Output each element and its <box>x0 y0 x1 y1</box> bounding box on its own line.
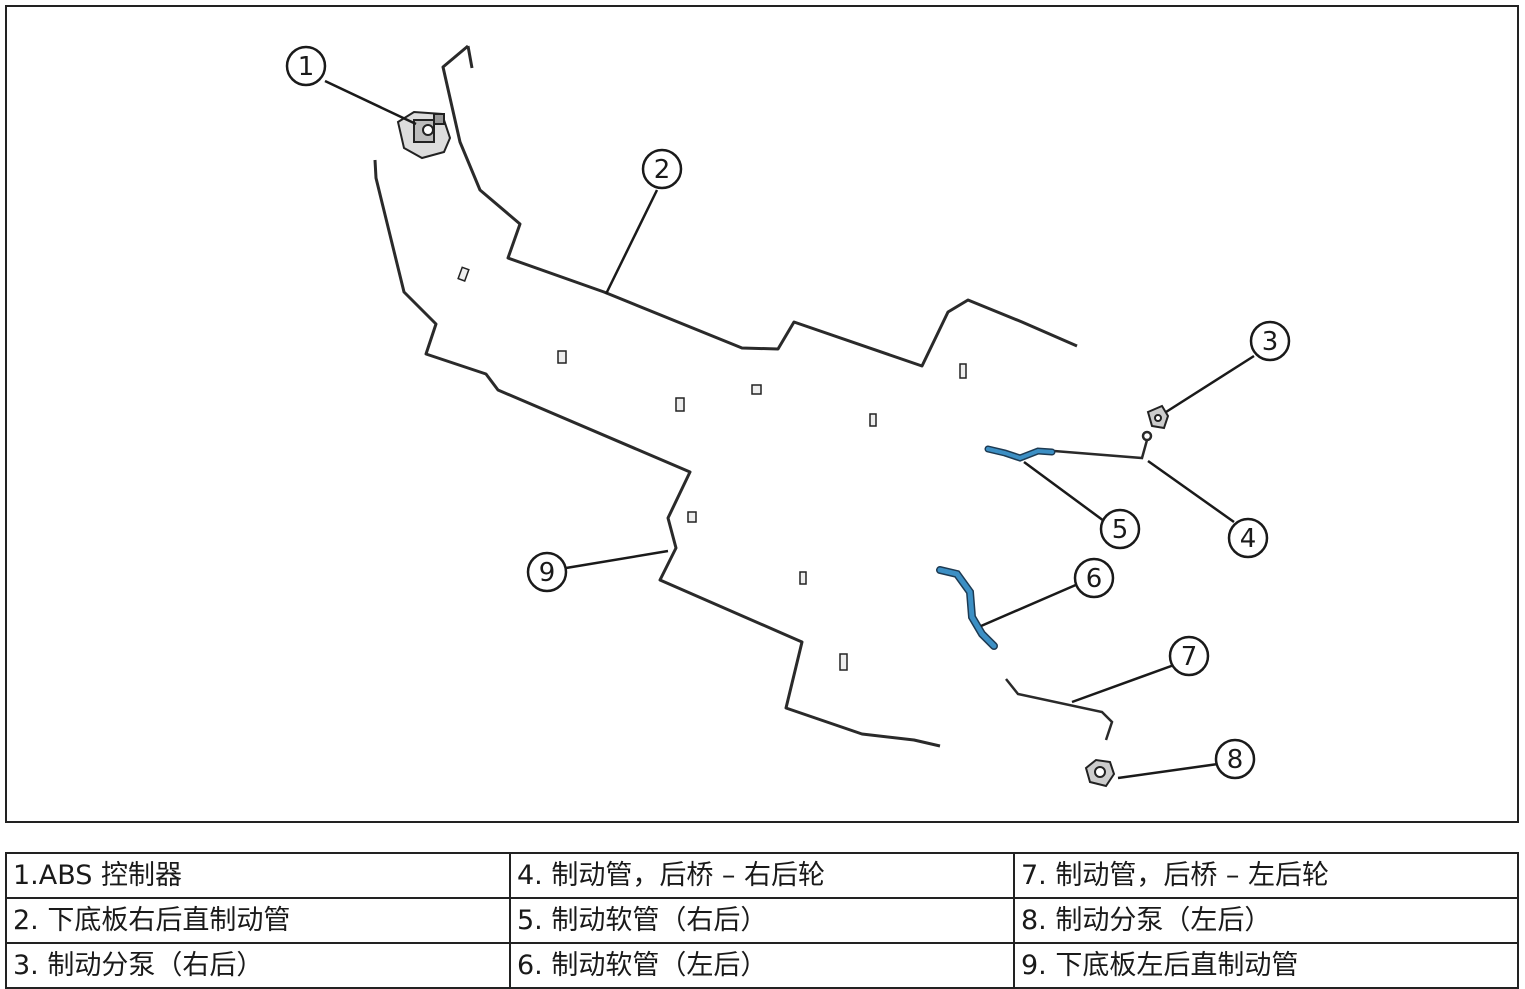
callout-5: 5 <box>1099 508 1141 550</box>
svg-text:8: 8 <box>1227 745 1244 775</box>
legend-item-7: 7. 制动管，后桥 – 左后轮 <box>1013 852 1519 899</box>
brake-pipe-left-rear <box>373 159 941 748</box>
svg-text:7: 7 <box>1181 642 1198 672</box>
brake-caliper-left-rear-icon <box>1084 758 1116 788</box>
callout-6: 6 <box>1073 557 1115 599</box>
legend-item-5: 5. 制动软管（右后） <box>509 897 1015 944</box>
legend-item-1: 1.ABS 控制器 <box>5 852 511 899</box>
callout-3: 3 <box>1249 320 1291 362</box>
brake-caliper-right-rear-icon <box>1146 404 1170 430</box>
pipe-clips <box>457 266 967 671</box>
callout-2: 2 <box>641 148 683 190</box>
legend-row: 1.ABS 控制器 4. 制动管，后桥 – 右后轮 7. 制动管，后桥 – 左后… <box>5 852 1519 899</box>
brake-hose-left-rear <box>936 566 998 650</box>
brake-pipe-rear-axle-right <box>1053 430 1153 460</box>
legend-item-3: 3. 制动分泵（右后） <box>5 942 511 989</box>
brake-hose-right-rear <box>984 445 1056 462</box>
brake-pipe-rear-axle-left <box>1005 678 1114 741</box>
callout-9: 9 <box>526 551 568 593</box>
parts-legend-table: 1.ABS 控制器 4. 制动管，后桥 – 右后轮 7. 制动管，后桥 – 左后… <box>5 852 1519 989</box>
svg-text:3: 3 <box>1262 327 1279 357</box>
svg-text:4: 4 <box>1240 524 1257 554</box>
brake-pipe-right-rear <box>441 44 1078 368</box>
svg-text:2: 2 <box>654 155 671 185</box>
svg-text:6: 6 <box>1086 564 1103 594</box>
legend-item-2: 2. 下底板右后直制动管 <box>5 897 511 944</box>
legend-item-8: 8. 制动分泵（左后） <box>1013 897 1519 944</box>
svg-text:5: 5 <box>1112 515 1129 545</box>
svg-text:9: 9 <box>539 558 556 588</box>
callout-1: 1 <box>285 45 327 87</box>
legend-item-4: 4. 制动管，后桥 – 右后轮 <box>509 852 1015 899</box>
legend-row: 2. 下底板右后直制动管 5. 制动软管（右后） 8. 制动分泵（左后） <box>5 897 1519 944</box>
callout-7: 7 <box>1168 635 1210 677</box>
legend-row: 3. 制动分泵（右后） 6. 制动软管（左后） 9. 下底板左后直制动管 <box>5 942 1519 989</box>
svg-text:1: 1 <box>298 52 315 82</box>
callout-8: 8 <box>1214 738 1256 780</box>
callout-4: 4 <box>1227 517 1269 559</box>
abs-controller-icon <box>396 110 452 160</box>
legend-item-6: 6. 制动软管（左后） <box>509 942 1015 989</box>
legend-item-9: 9. 下底板左后直制动管 <box>1013 942 1519 989</box>
brake-line-diagram: 1 2 3 4 5 6 7 8 <box>285 44 1291 788</box>
diagram-frame: 1 2 3 4 5 6 7 8 <box>5 5 1519 823</box>
callout-leaders <box>324 79 1255 780</box>
